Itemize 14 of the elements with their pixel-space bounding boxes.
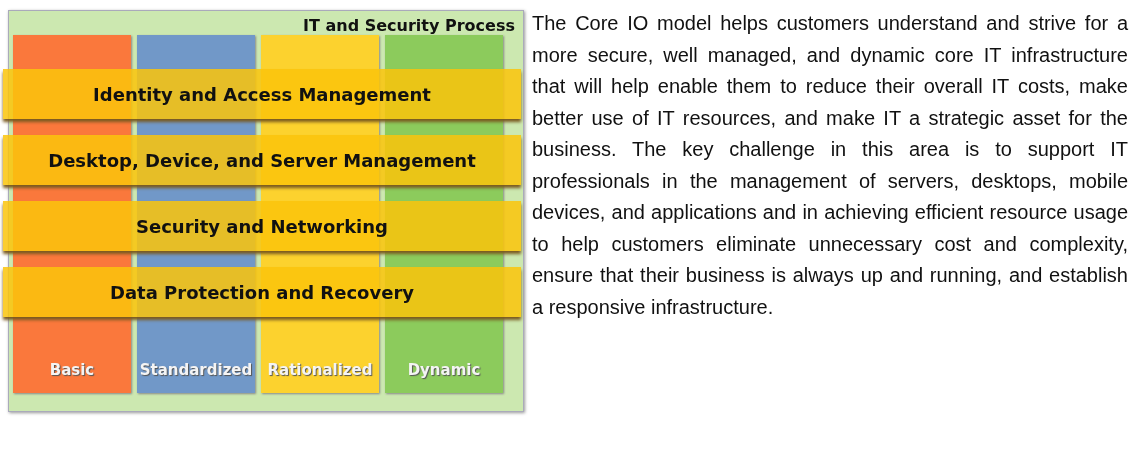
capability-band [3, 267, 521, 317]
description-paragraph: The Core IO model helps customers understand and strive for a more secure, well managed, and dynamic core IT infrastructure that will help enable them to reduce their overall IT costs, make better use of IT resources, and make IT a strategic asset for the business. The key challenge in this area is to support IT professionals in the management of servers, desktops, mobile devices, and applications and in achieving efficient resource usage to help customers eliminate unnecessary cost and complexity, ensure that their business is always up and running, and establish a responsive infrastructure. [532, 11, 1128, 320]
band-label: Security and Networking [136, 215, 388, 237]
capability-band [3, 69, 521, 119]
column-label: Standardized [139, 361, 253, 379]
column-label: Basic [49, 361, 95, 379]
capability-band [3, 201, 521, 251]
column-label: Rationalized [267, 361, 373, 379]
band-label: Identity and Access Management [93, 83, 431, 105]
band-label: Data Protection and Recovery [110, 281, 414, 303]
capability-band [3, 135, 521, 185]
band-label: Desktop, Device, and Server Management [48, 149, 476, 171]
column-label: Dynamic [407, 361, 481, 379]
panel-heading: IT and Security Process [303, 16, 515, 35]
